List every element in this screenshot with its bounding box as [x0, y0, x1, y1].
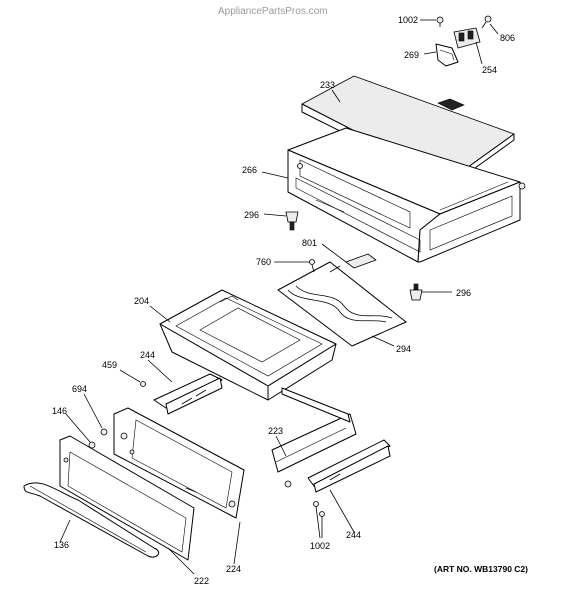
callout-222: 222	[194, 576, 209, 586]
callout-146: 146	[52, 406, 67, 416]
callout-801: 801	[302, 238, 317, 248]
terminal-block-254	[453, 27, 481, 49]
screws-1002-bottom	[313, 501, 325, 517]
drawer-pan-204	[159, 289, 337, 401]
callout-224: 224	[226, 564, 241, 574]
drawer-outer-front-222	[59, 435, 195, 561]
callout-244-top: 244	[140, 350, 155, 360]
drawer-handle-136	[23, 482, 160, 558]
art-number: (ART NO. WB13790 C2)	[434, 564, 528, 574]
callout-760: 760	[256, 257, 271, 267]
screw-459	[140, 381, 146, 387]
watermark: AppliancePartsPros.com	[218, 6, 328, 17]
callout-294: 294	[396, 344, 411, 354]
callout-269: 269	[404, 50, 419, 60]
callout-223: 223	[268, 426, 283, 436]
screw-760	[309, 259, 315, 273]
callout-806: 806	[500, 33, 515, 43]
callout-244-bottom: 244	[346, 530, 361, 540]
callout-296-left: 296	[244, 210, 259, 220]
callout-459: 459	[102, 360, 117, 370]
drawer-front-panel-224	[113, 407, 245, 519]
drawer-housing-266	[287, 127, 526, 263]
leveling-leg-296-right	[409, 283, 423, 301]
slide-rail-244-bottom	[307, 439, 391, 493]
callout-1002-bottom: 1002	[310, 541, 330, 551]
leader-lines	[59, 19, 499, 575]
bracket-801	[345, 253, 377, 269]
leveling-leg-296-left	[285, 211, 299, 231]
element-tray-294	[277, 261, 407, 347]
clip-694	[100, 428, 108, 436]
slide-rail-244-top	[153, 373, 223, 415]
callout-296-right: 296	[456, 288, 471, 298]
callout-204: 204	[134, 296, 149, 306]
screw-806	[481, 15, 492, 29]
screw-1002-top	[436, 16, 444, 27]
callout-1002-top: 1002	[398, 15, 418, 25]
callout-233: 233	[320, 80, 335, 90]
callout-136: 136	[54, 540, 69, 550]
drawer-liner-223	[271, 387, 357, 488]
callout-266: 266	[242, 165, 257, 175]
bracket-269	[435, 43, 459, 67]
callout-694: 694	[72, 384, 87, 394]
callout-254: 254	[482, 65, 497, 75]
screw-146	[88, 441, 96, 449]
